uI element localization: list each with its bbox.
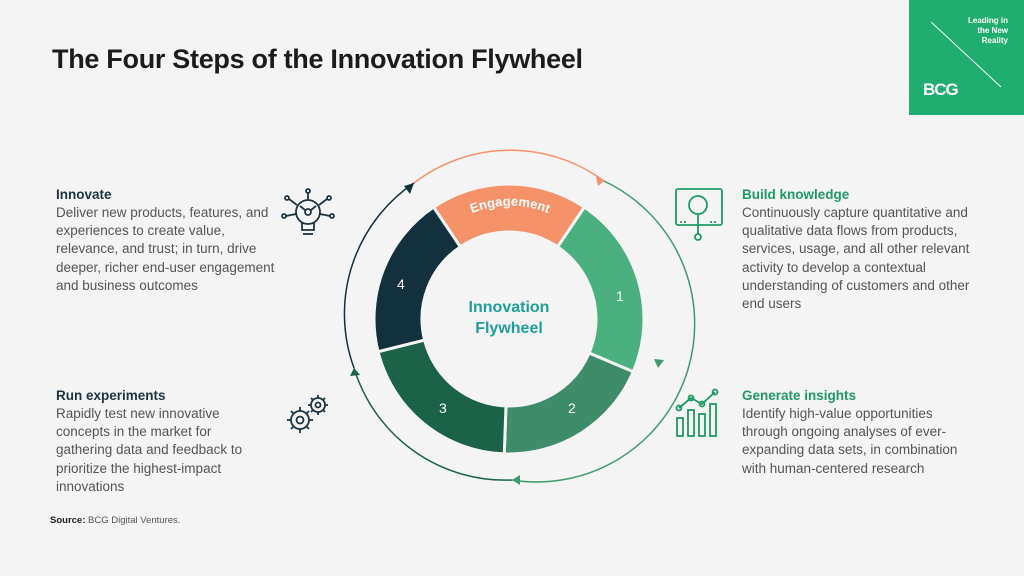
build-knowledge-title: Build knowledge <box>742 187 850 202</box>
generate-insights-title: Generate insights <box>742 388 857 403</box>
magnifier-screen-icon <box>675 188 723 241</box>
page-title: The Four Steps of the Innovation Flywhee… <box>52 44 583 74</box>
build-knowledge-body: Continuously capture quantitative and qu… <box>742 205 970 312</box>
source-note: Source: BCG Digital Ventures. <box>50 515 180 526</box>
segment-4 <box>372 204 463 354</box>
source-label: Source: <box>50 515 86 526</box>
arrow-head <box>596 176 604 186</box>
center-label-line-1: Innovation <box>469 299 550 316</box>
arrow-head <box>512 475 520 485</box>
arrow-head <box>350 368 360 376</box>
brand-badge: Leading in the New Reality BCG <box>909 0 1024 115</box>
build-knowledge-block: Build knowledge Continuously capture qua… <box>742 187 977 313</box>
gears-icon <box>287 395 328 433</box>
segment-number-3: 3 <box>439 400 447 416</box>
brand-logo: BCG <box>923 80 959 99</box>
run-experiments-block: Run experiments Rapidly test new innovat… <box>56 388 271 496</box>
innovate-block: Innovate Deliver new products, features,… <box>56 187 286 295</box>
segment-number-4: 4 <box>397 276 405 292</box>
innovate-title: Innovate <box>56 187 112 202</box>
outer-arc-right <box>511 180 696 483</box>
outer-arc-left <box>343 182 415 369</box>
tagline-line: the New <box>977 26 1008 35</box>
segment-1 <box>555 204 646 374</box>
segment-number-1: 1 <box>616 288 624 304</box>
innovate-body: Deliver new products, features, and expe… <box>56 205 275 293</box>
brand-tagline: Leading in the New Reality <box>938 16 1008 46</box>
arrow-head <box>404 183 414 194</box>
source-text: BCG Digital Ventures. <box>85 515 181 526</box>
segment-number-2: 2 <box>568 400 576 416</box>
tagline-line: Leading in <box>968 16 1008 25</box>
bar-chart-icon <box>675 388 719 437</box>
lightbulb-network-icon <box>281 188 335 235</box>
arrow-head <box>654 359 664 368</box>
run-experiments-title: Run experiments <box>56 388 166 403</box>
tagline-line: Reality <box>981 36 1008 45</box>
outer-arc-bottom-left <box>353 367 513 481</box>
engagement-label: Engagement <box>468 194 553 217</box>
segment-engagement <box>431 182 587 249</box>
run-experiments-body: Rapidly test new innovative concepts in … <box>56 406 243 494</box>
generate-insights-body: Identify high-value opportunities throug… <box>742 406 958 476</box>
diagonal-line-icon <box>931 22 1002 88</box>
generate-insights-block: Generate insights Identify high-value op… <box>742 388 977 478</box>
outer-arc-top-right <box>413 149 605 184</box>
center-label-line-2: Flywheel <box>475 320 543 337</box>
